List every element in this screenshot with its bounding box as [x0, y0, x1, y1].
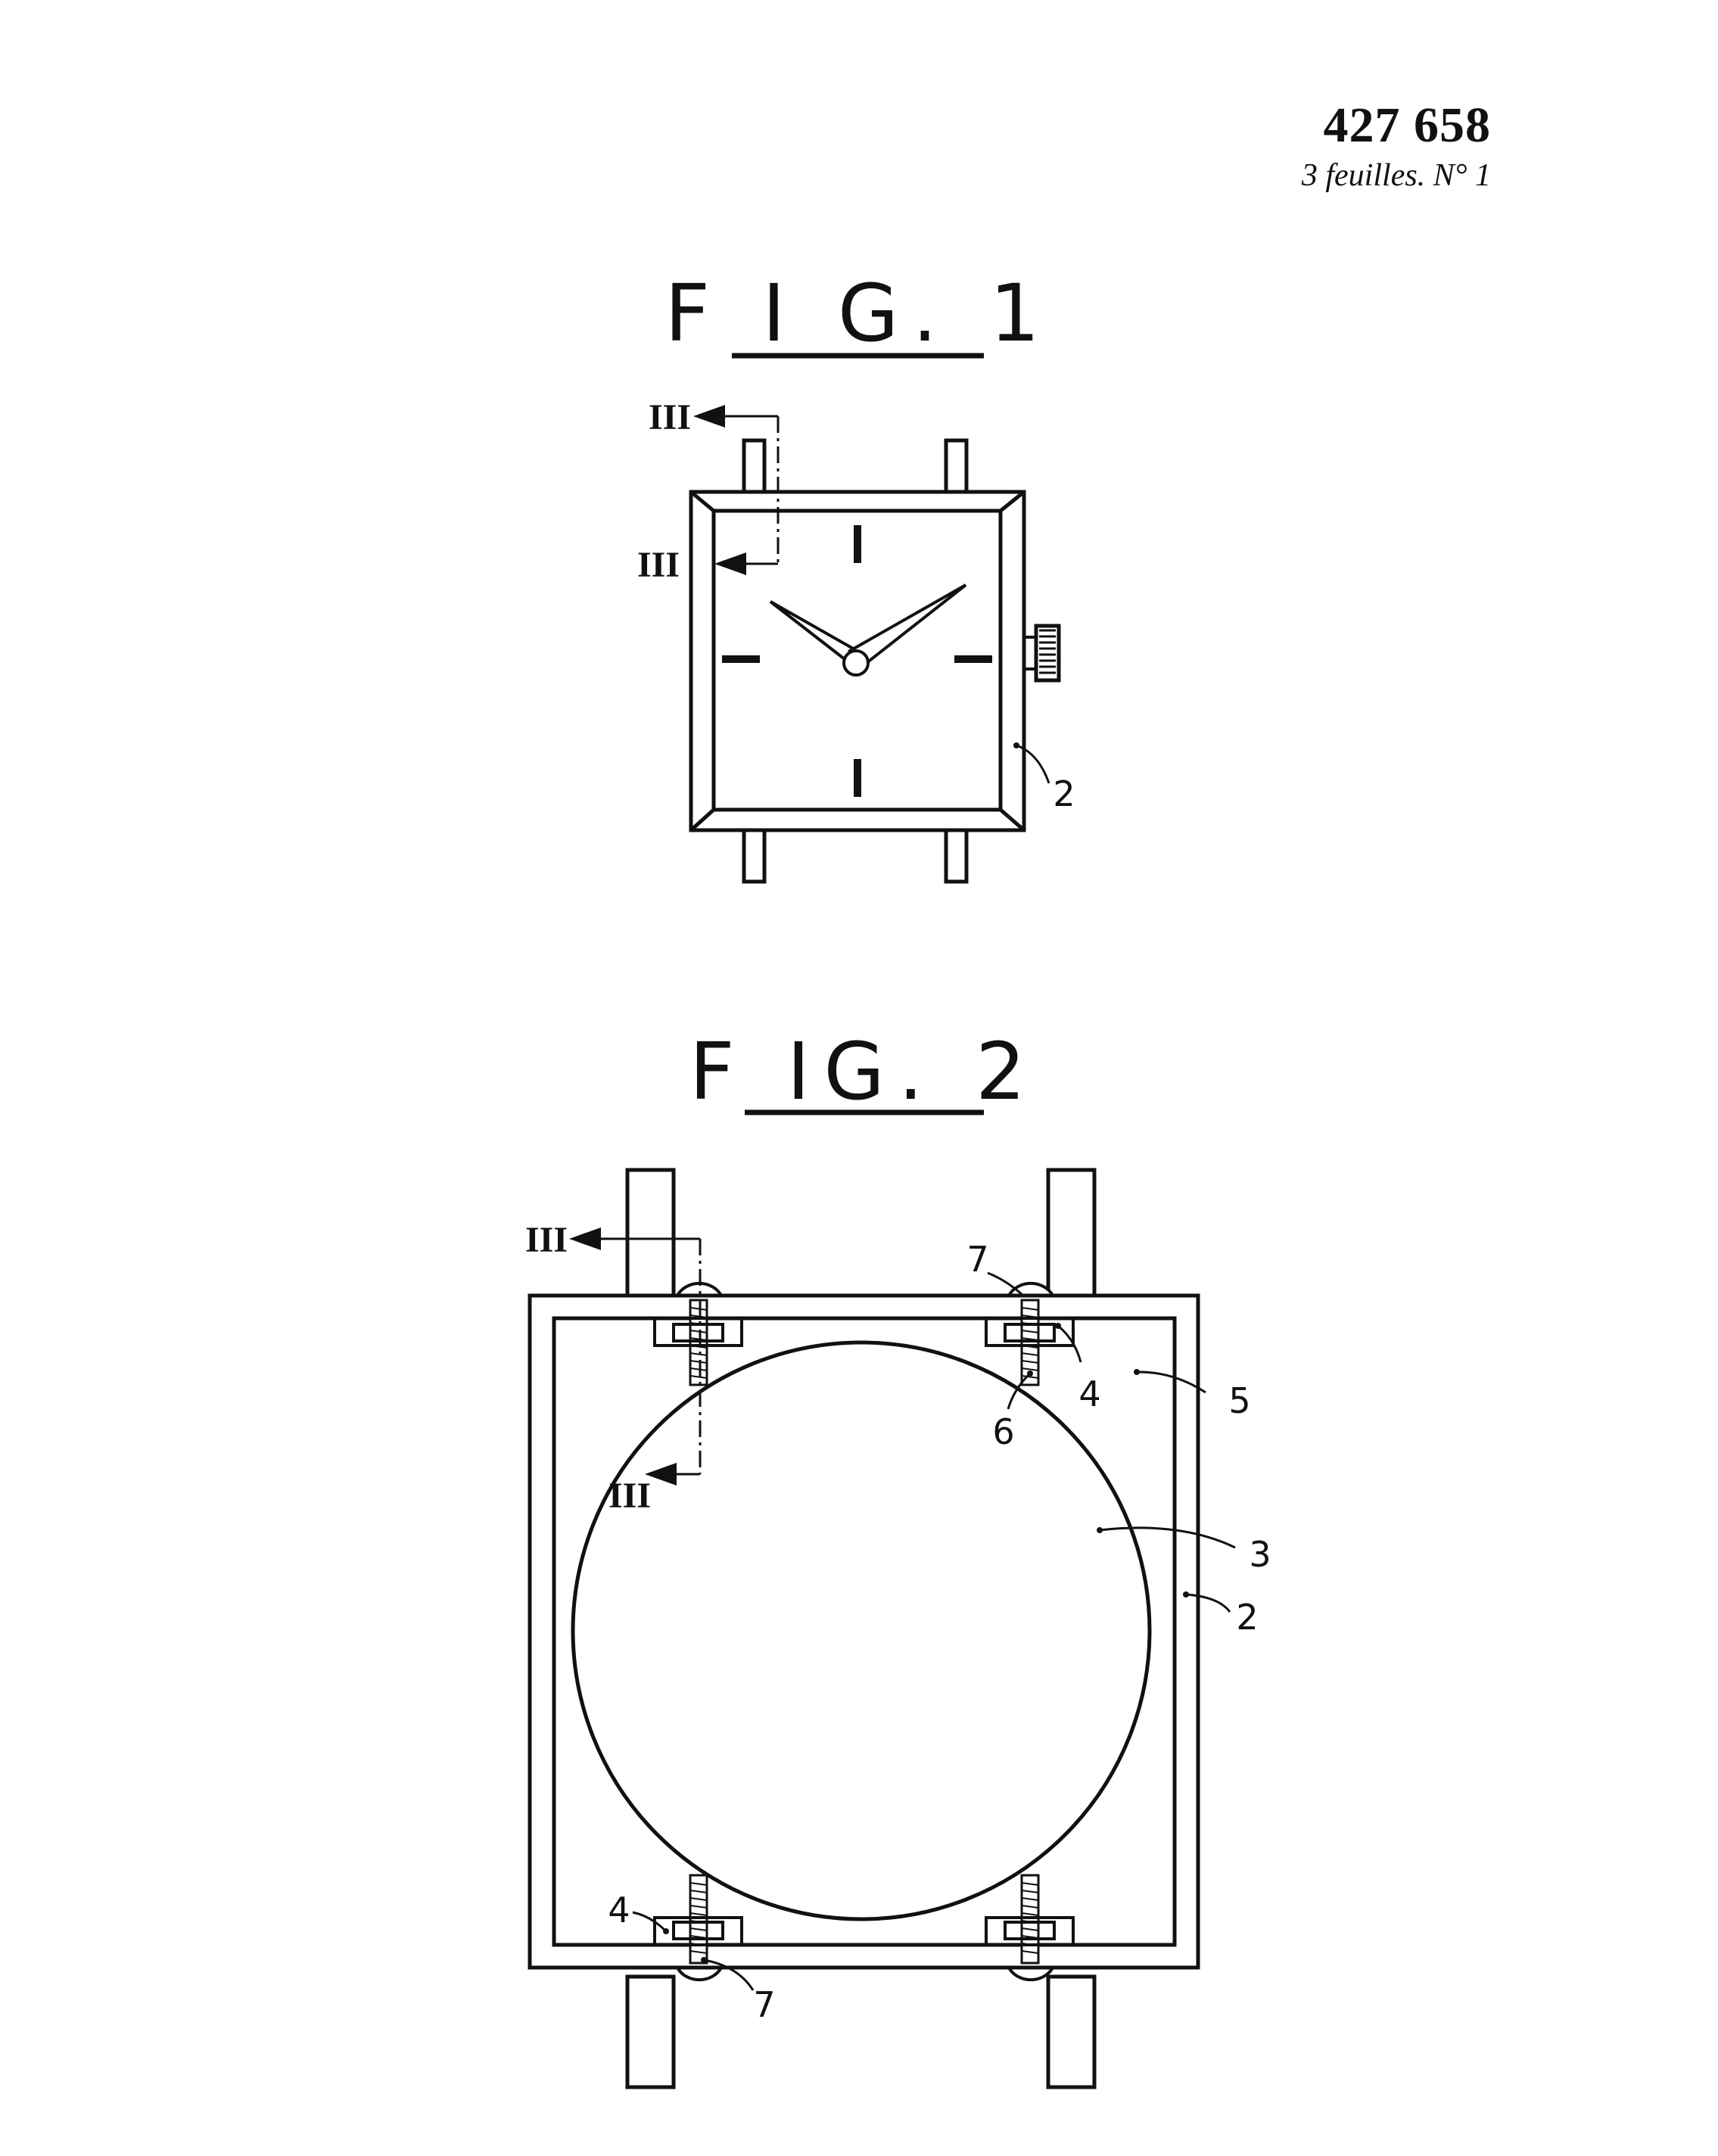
fig2-label-5: 5 [1134, 1369, 1251, 1421]
fig2-clamp-top-right [985, 1317, 1075, 1347]
fig2-frame [552, 1316, 1177, 1947]
fig2-label-3: 3 [1097, 1526, 1271, 1575]
fig1-section-mark-bottom: III [637, 545, 680, 585]
fig2: F IG. 2 [525, 1025, 1271, 2089]
patent-number: 427 658 [1323, 98, 1491, 153]
fig1-lug-bottom-right [944, 828, 969, 884]
fig2-label-2: 2 [1183, 1591, 1259, 1638]
fig1-mark-6 [854, 759, 861, 797]
fig2-pin-head-bottom-left [676, 1966, 723, 1982]
fig1-lug-bottom-left [742, 828, 767, 884]
fig1-crown [1022, 624, 1061, 683]
fig2-label-6: 6 [992, 1370, 1033, 1452]
fig1-hands [769, 583, 967, 677]
fig2-clamp-bottom-right [985, 1916, 1075, 1946]
svg-text:5: 5 [1228, 1380, 1250, 1421]
fig2-bar-top-left [625, 1168, 676, 1299]
fig2-label-4-bottom-left: 4 [608, 1890, 669, 1934]
svg-text:7: 7 [966, 1239, 988, 1280]
fig2-pin-head-bottom-right [1007, 1966, 1054, 1982]
fig1-section-mark-top: III [649, 397, 691, 437]
fig1-mark-9 [722, 655, 760, 663]
fig2-label-7-top: 7 [966, 1239, 1025, 1297]
fig2-title: F IG. 2 [689, 1025, 1039, 1118]
fig2-disc [571, 1340, 1152, 1921]
fig2-section-mark-top: III [525, 1220, 568, 1260]
fig2-section-line: III III [525, 1220, 702, 1516]
fig2-clamps [653, 1317, 1075, 1946]
fig2-section-mark-bottom: III [608, 1476, 651, 1516]
svg-text:2: 2 [1053, 773, 1075, 814]
fig2-clamp-top-left [653, 1317, 743, 1347]
svg-text:7: 7 [753, 1984, 775, 2025]
fig1-label-2: 2 [1013, 742, 1075, 814]
fig2-strap-bars [625, 1168, 1097, 2089]
svg-text:4: 4 [1078, 1374, 1100, 1414]
fig1-mark-3 [954, 655, 992, 663]
fig2-label-4-top-right: 4 [1055, 1323, 1101, 1414]
fig1-center-cap [842, 649, 870, 677]
fig2-bar-top-right [1046, 1168, 1097, 1299]
fig2-label-7-bottom: 7 [701, 1957, 776, 2025]
svg-text:4: 4 [608, 1890, 630, 1930]
fig2-clamp-bottom-left [653, 1916, 743, 1946]
svg-text:6: 6 [992, 1411, 1014, 1452]
fig2-bar-bottom-right [1046, 1974, 1097, 2089]
fig1-lug-top-right [944, 438, 969, 494]
fig1: F I G. 1 [637, 267, 1075, 884]
svg-text:2: 2 [1236, 1597, 1258, 1638]
fig1-section-line: III III [637, 397, 780, 585]
fig1-mark-12 [854, 525, 861, 563]
fig2-bar-bottom-left [625, 1974, 676, 2089]
fig1-hour-marks [722, 525, 992, 797]
fig1-title: F I G. 1 [664, 267, 1053, 359]
svg-text:3: 3 [1249, 1534, 1271, 1575]
fig2-pin-heads [676, 1281, 1054, 1982]
sheet-info: 3 feuilles. N° 1 [1301, 158, 1491, 193]
fig1-lug-top-left [742, 438, 767, 494]
fig1-dial [711, 509, 1003, 812]
